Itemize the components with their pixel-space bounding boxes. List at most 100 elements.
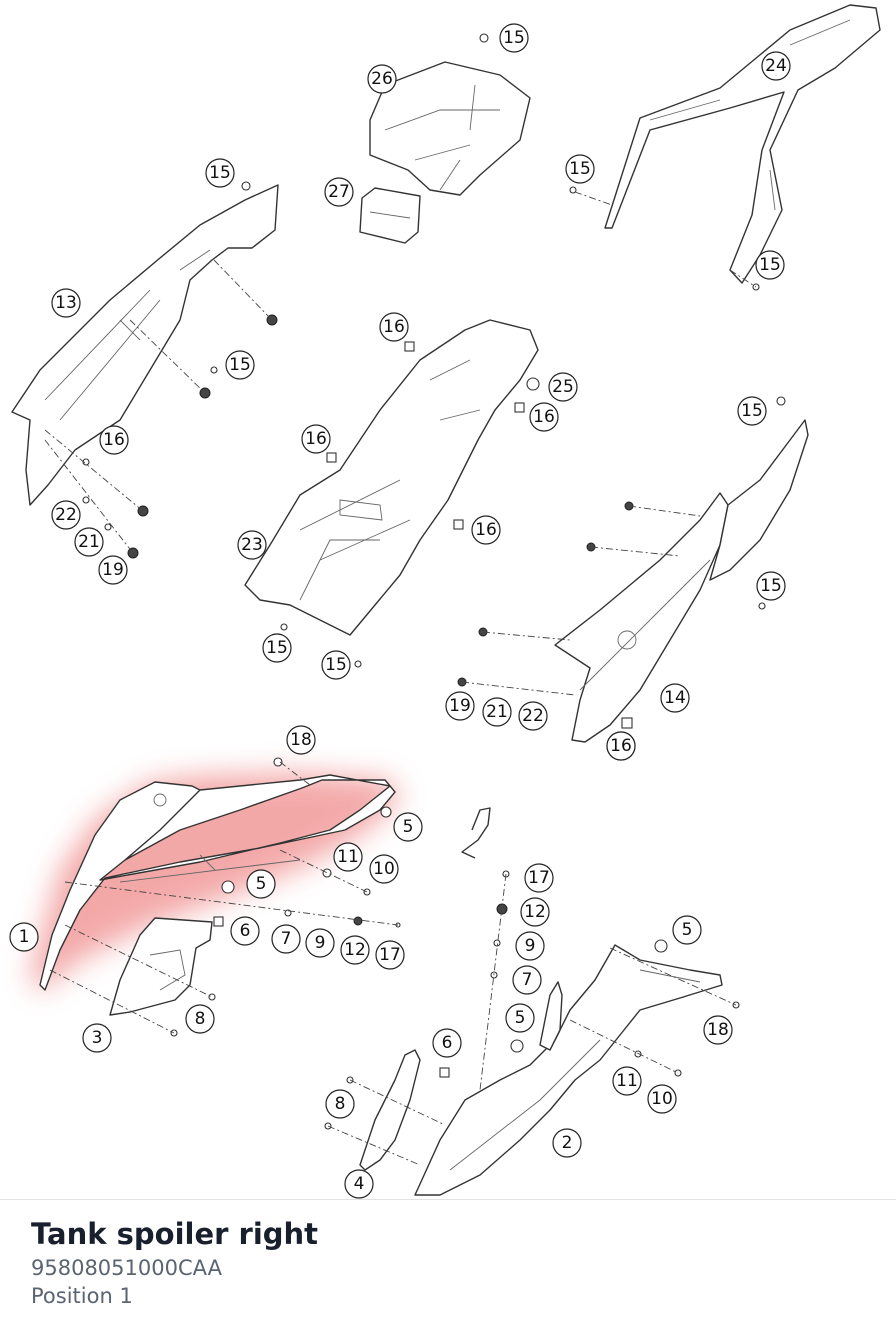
callout-number: 26	[371, 69, 393, 89]
callout[interactable]: 22	[51, 500, 81, 530]
callout-number: 18	[707, 1020, 729, 1040]
callout-number: 8	[195, 1009, 206, 1029]
callout[interactable]: 8	[325, 1089, 355, 1119]
callout-number: 13	[55, 293, 77, 313]
callout[interactable]: 16	[529, 402, 559, 432]
callout-number: 17	[528, 868, 550, 888]
callout-number: 5	[682, 920, 693, 940]
callout[interactable]: 3	[82, 1023, 112, 1053]
callout-number: 19	[449, 696, 471, 716]
callout[interactable]: 15	[225, 350, 255, 380]
part-13-side-cover-left	[11, 184, 279, 506]
callout-number: 9	[525, 936, 536, 956]
callout[interactable]: 7	[512, 965, 542, 995]
callout-number: 19	[102, 560, 124, 580]
callout[interactable]: 5	[246, 869, 276, 899]
callout[interactable]: 18	[703, 1015, 733, 1045]
callout[interactable]: 22	[518, 701, 548, 731]
callout-number: 24	[765, 56, 787, 76]
callout[interactable]: 9	[515, 931, 545, 961]
callout[interactable]: 15	[565, 154, 595, 184]
callout[interactable]: 19	[445, 691, 475, 721]
callout-number: 6	[240, 921, 251, 941]
callout[interactable]: 15	[321, 650, 351, 680]
callout-number: 7	[281, 929, 292, 949]
exploded-parts-diagram: 15 26 27 24 15 15 15 13 15 16 16 25 16 1…	[9, 4, 881, 1199]
callout[interactable]: 16	[301, 424, 331, 454]
callout[interactable]: 15	[756, 571, 786, 601]
callout[interactable]: 24	[761, 51, 791, 81]
callout-number: 1	[19, 927, 30, 947]
callout[interactable]: 15	[737, 396, 767, 426]
callout-number: 4	[354, 1174, 365, 1194]
callout[interactable]: 5	[672, 915, 702, 945]
callout-number: 6	[442, 1033, 453, 1053]
callout-number: 15	[266, 638, 288, 658]
part-23-rear-tray	[244, 319, 539, 636]
callout[interactable]: 15	[755, 250, 785, 280]
callout[interactable]: 5	[505, 1003, 535, 1033]
callout-number: 10	[373, 859, 395, 879]
callout[interactable]: 16	[606, 731, 636, 761]
callout[interactable]: 17	[375, 940, 405, 970]
callout-number: 2	[562, 1133, 573, 1153]
callout-number: 9	[315, 933, 326, 953]
callout-number: 21	[78, 532, 100, 552]
callout[interactable]: 26	[367, 64, 397, 94]
callout-number: 15	[569, 159, 591, 179]
callout[interactable]: 17	[524, 863, 554, 893]
callout[interactable]: 11	[333, 842, 363, 872]
callout[interactable]: 9	[305, 928, 335, 958]
callout[interactable]: 4	[344, 1169, 374, 1199]
callout[interactable]: 7	[271, 924, 301, 954]
callout[interactable]: 2	[552, 1128, 582, 1158]
callout-number: 15	[741, 401, 763, 421]
callout-number: 22	[55, 505, 77, 525]
callout[interactable]: 6	[432, 1028, 462, 1058]
leader-lines	[44, 191, 757, 1166]
callout-number: 16	[610, 736, 632, 756]
callout[interactable]: 16	[471, 515, 501, 545]
callout-number: 23	[241, 535, 263, 555]
callout[interactable]: 11	[612, 1066, 642, 1096]
callout-number: 5	[515, 1008, 526, 1028]
callout[interactable]: 10	[369, 854, 399, 884]
callout[interactable]: 27	[324, 177, 354, 207]
callout[interactable]: 1	[9, 922, 39, 952]
callout[interactable]: 13	[51, 288, 81, 318]
callout[interactable]: 21	[74, 527, 104, 557]
callout-number: 5	[403, 817, 414, 837]
callout-number: 10	[651, 1089, 673, 1109]
callout[interactable]: 12	[520, 897, 550, 927]
callout-number: 11	[616, 1071, 638, 1091]
callout[interactable]: 25	[548, 372, 578, 402]
callout[interactable]: 15	[499, 23, 529, 53]
callout-number: 12	[524, 902, 546, 922]
callout-number: 15	[325, 655, 347, 675]
part-number: 95808051000CAA	[31, 1256, 222, 1280]
callout-number: 16	[103, 430, 125, 450]
part-position: Position 1	[31, 1284, 133, 1308]
callout-number: 16	[383, 317, 405, 337]
callout-number: 21	[486, 702, 508, 722]
callout[interactable]: 16	[379, 312, 409, 342]
callout[interactable]: 10	[647, 1084, 677, 1114]
callout[interactable]: 15	[262, 633, 292, 663]
callout[interactable]: 21	[482, 697, 512, 727]
callout[interactable]: 18	[286, 725, 316, 755]
callout-number: 18	[290, 730, 312, 750]
callout[interactable]: 5	[393, 812, 423, 842]
callout[interactable]: 23	[237, 530, 267, 560]
callout[interactable]: 14	[660, 683, 690, 713]
callout[interactable]: 15	[205, 158, 235, 188]
callout-number: 15	[503, 28, 525, 48]
callout-number: 17	[379, 945, 401, 965]
callout[interactable]: 12	[340, 935, 370, 965]
part-2-tank-spoiler-left	[414, 944, 723, 1196]
callout[interactable]: 8	[185, 1004, 215, 1034]
part-info-panel: Tank spoiler right 95808051000CAA Positi…	[31, 1214, 318, 1310]
callout[interactable]: 6	[230, 916, 260, 946]
callout[interactable]: 16	[99, 425, 129, 455]
callout[interactable]: 19	[98, 555, 128, 585]
part-24-rear-frame-cover	[604, 4, 881, 284]
